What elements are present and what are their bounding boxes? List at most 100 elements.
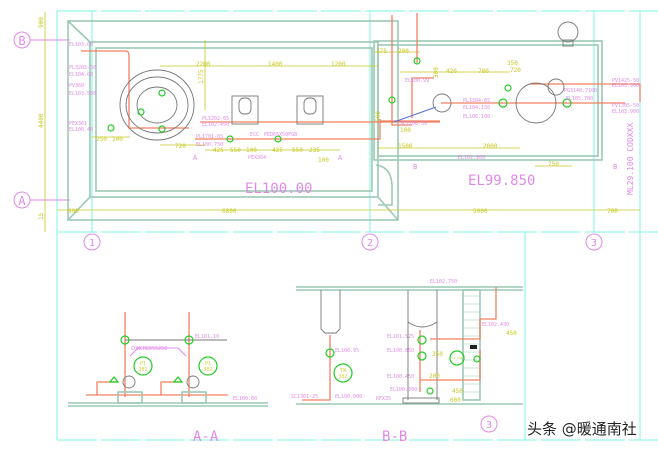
- aa-el10110: EL101.10: [195, 334, 219, 340]
- axis-label-3: 3: [591, 238, 597, 249]
- section-bb: [296, 286, 523, 405]
- dim-350: 350: [507, 60, 518, 67]
- label-el105700: EL105.700: [566, 96, 593, 102]
- dim-1400: 1400: [268, 61, 283, 68]
- dim-bottom-700: 700: [607, 208, 618, 215]
- section-aa-title: A-A: [193, 429, 219, 445]
- label-el103500: EL103.500: [69, 91, 96, 97]
- label-pex361: PEX361: [69, 121, 87, 127]
- dim-left-bottom: 15: [38, 212, 45, 220]
- plan-elevation-right: EL99.850: [468, 173, 535, 189]
- dim-1775: 1775: [198, 69, 205, 84]
- aa-p302-tag: P1: [205, 361, 211, 367]
- section-mark-B-right: B: [613, 163, 617, 171]
- dim-425b: 425: [272, 147, 283, 154]
- label-el102450: EL102.450: [202, 122, 229, 128]
- aa-el10000: EL100.00: [233, 396, 257, 402]
- label-pg: PG3140.7100: [564, 88, 597, 94]
- aa-p301-tag: P1: [140, 361, 146, 367]
- dim-1500: 1500: [398, 143, 413, 150]
- axis-bubble-3: 3: [585, 233, 603, 251]
- dim-425a: 425: [213, 147, 224, 154]
- dim-bottom-5000: 5000: [473, 208, 488, 215]
- bb-el100000: EL100.000: [335, 394, 362, 400]
- dim-550a: 550: [230, 147, 241, 154]
- axis-label-3-bb: 3: [486, 420, 492, 431]
- axis-label-B: B: [18, 34, 25, 48]
- bb-el101525: EL101.525: [387, 334, 414, 340]
- label-el105900: EL105.900: [612, 83, 639, 89]
- label-el102900: EL102.900: [458, 155, 485, 161]
- watermark: 头条 @暖通南社: [527, 420, 637, 438]
- dim-100: 100: [112, 136, 123, 143]
- bb-el100450: EL100.450: [387, 374, 414, 380]
- section-mark-A-right: A: [338, 154, 343, 162]
- bb-dim-200: 200: [429, 373, 440, 380]
- section-mark-B-left: B: [413, 163, 417, 171]
- vessel-plan: [119, 69, 195, 141]
- pipes-plan: [81, 13, 641, 140]
- pump-plan-1: [231, 95, 259, 125]
- label-pl1304: PL1304-65: [463, 98, 490, 104]
- bb-dim-350: 350: [432, 351, 443, 358]
- axis-bubble-1: 1: [83, 233, 101, 251]
- bb-sc1301: SC1301-25: [291, 394, 318, 400]
- dim-250: 250: [96, 136, 107, 143]
- label-el106100: EL106.100: [463, 114, 490, 120]
- dim-100c: 100: [318, 157, 329, 164]
- label-el10400: EL104.00: [69, 72, 93, 78]
- axis-bubble-B: B: [13, 31, 31, 49]
- dim-300: 300: [433, 67, 440, 78]
- dimension-lines: [44, 12, 640, 232]
- label-el103900: EL103.900: [612, 109, 639, 115]
- dim-100d: 100: [400, 127, 411, 134]
- aa-p302-num: 302: [203, 367, 212, 373]
- label-pv1305: PV1305-50: [612, 103, 639, 109]
- dim-720: 720: [175, 143, 186, 150]
- bb-rfx: RFX35: [376, 396, 391, 402]
- label-sc1206: SC1206-50: [400, 121, 427, 127]
- label-el100-40: EL100.40: [69, 127, 93, 133]
- dim-200: 200: [398, 48, 409, 55]
- label-pl1202: PL1202-65: [202, 116, 229, 122]
- dim-2200: 2200: [196, 61, 211, 68]
- label-el100750: EL100.750: [196, 142, 223, 148]
- dim-175: 175: [376, 48, 387, 55]
- dim-750: 750: [548, 161, 559, 168]
- dim-bottom-900: 900: [68, 208, 79, 215]
- dim-720b: 720: [510, 67, 521, 74]
- label-pex364: PEX364: [248, 155, 266, 161]
- document-code: ML29.100 CODXXX: [626, 123, 635, 195]
- bb-el10095: EL100.95: [335, 348, 359, 354]
- section-mark-A-left: A: [193, 154, 198, 162]
- dim-bottom-6800: 6800: [222, 208, 237, 215]
- bb-dim-600: 600: [450, 397, 461, 404]
- aa-p301-num: 301: [138, 367, 147, 373]
- label-pl1701: PL1701-65: [196, 134, 223, 140]
- label-el100-99: EL100.99: [405, 78, 429, 84]
- label-el103: EL103.00: [69, 42, 93, 48]
- bb-gauge-tag: TI 305: [452, 356, 463, 360]
- bb-tw-tag: TW: [340, 368, 347, 374]
- bb-tw-num: 302: [338, 374, 347, 380]
- bb-el102430: EL102.430: [482, 322, 509, 328]
- axis-bubble-2: 2: [361, 233, 379, 251]
- dim-1200: 1200: [331, 61, 346, 68]
- axis-bubble-3-bb: 3: [480, 415, 498, 433]
- axis-label-1: 1: [89, 238, 95, 249]
- label-ecc: ECC: [250, 132, 259, 138]
- bb-dim-450b: 450: [452, 388, 463, 395]
- section-aa: [68, 312, 268, 407]
- label-pv360: PV360: [69, 83, 84, 89]
- pump-plan-2: [296, 95, 324, 125]
- dim-left-height: 4400: [38, 113, 45, 128]
- label-el104150: EL104.150: [463, 105, 490, 111]
- dim-780: 780: [478, 68, 489, 75]
- axis-bubble-A: A: [13, 191, 31, 209]
- section-bb-title: B-B: [382, 429, 407, 445]
- plan-elevation-left: EL100.00: [245, 181, 312, 197]
- building-outline: [67, 20, 603, 221]
- axis-label-A: A: [18, 194, 26, 208]
- dim-500: 500: [375, 111, 382, 122]
- dim-420: 420: [446, 68, 457, 75]
